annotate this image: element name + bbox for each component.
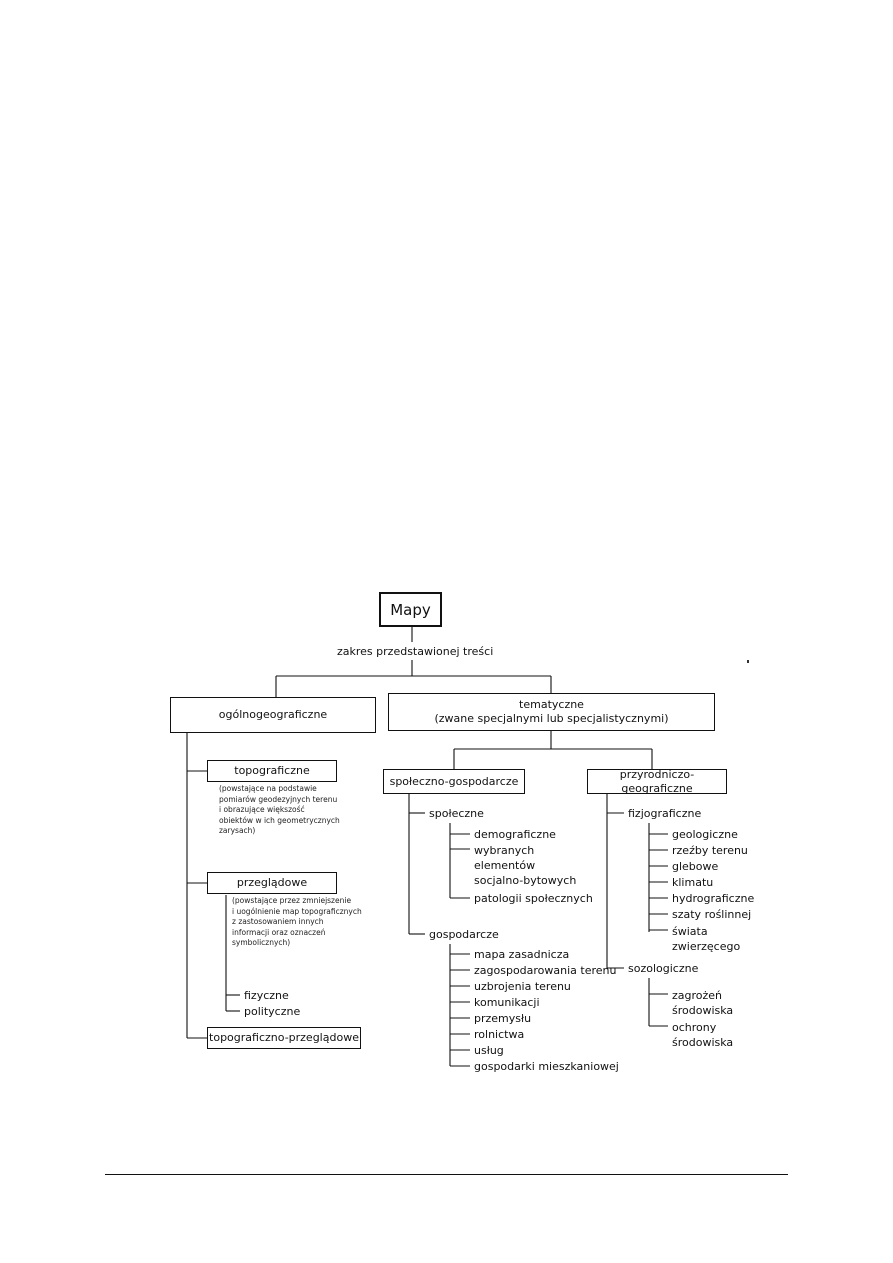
sozological-label: sozologiczne bbox=[628, 962, 699, 975]
economic-item: uzbrojenia terenu bbox=[474, 980, 571, 993]
physical-maps-label: fizyczne bbox=[244, 989, 289, 1002]
sozo-item: ochrony środowiska bbox=[672, 1021, 734, 1049]
physio-item: świata zwierzęcego bbox=[672, 925, 741, 953]
physio-item: hydrograficzne bbox=[672, 892, 755, 905]
topo-overview-box: topograficzno-przeglądowe bbox=[207, 1027, 361, 1049]
footer-rule bbox=[105, 1174, 788, 1175]
physio-item: geologiczne bbox=[672, 828, 738, 841]
social-item: patologii społecznych bbox=[474, 892, 593, 905]
overview-note: (powstające przez zmniejszenie i uogólni… bbox=[232, 896, 362, 947]
topographic-box: topograficzne bbox=[207, 760, 337, 782]
economic-item: gospodarki mieszkaniowej bbox=[474, 1060, 619, 1073]
social-item: demograficzne bbox=[474, 828, 556, 841]
scan-speck bbox=[747, 660, 749, 663]
social-item: wybranych elementów socjalno-bytowych bbox=[474, 844, 577, 887]
economic-item: zagospodarowania terenu bbox=[474, 964, 617, 977]
social-label: społeczne bbox=[429, 807, 484, 820]
physio-item: glebowe bbox=[672, 860, 719, 873]
economic-item: rolnictwa bbox=[474, 1028, 525, 1041]
sozo-item: zagrożeń środowiska bbox=[672, 989, 734, 1017]
general-maps-box: ogólnogeograficzne bbox=[170, 697, 376, 733]
economic-item: usług bbox=[474, 1044, 504, 1057]
thematic-maps-box: tematyczne (zwane specjalnymi lub specja… bbox=[388, 693, 715, 731]
physio-item: rzeźby terenu bbox=[672, 844, 748, 857]
physiographic-label: fizjograficzne bbox=[628, 807, 702, 820]
economic-label: gospodarcze bbox=[429, 928, 499, 941]
thematic-subtitle: (zwane specjalnymi lub specjalistycznymi… bbox=[434, 712, 669, 725]
overview-box: przeglądowe bbox=[207, 872, 337, 894]
thematic-title: tematyczne bbox=[519, 698, 584, 711]
natural-geographic-box: przyrodniczo-geograficzne bbox=[587, 768, 727, 795]
economic-item: komunikacji bbox=[474, 996, 540, 1009]
economic-item: mapa zasadnicza bbox=[474, 948, 570, 961]
physio-item: klimatu bbox=[672, 876, 714, 889]
political-maps-label: polityczne bbox=[244, 1005, 301, 1018]
criterion-label: zakres przedstawionej treści bbox=[337, 645, 494, 658]
physio-item: szaty roślinnej bbox=[672, 908, 752, 921]
root-box: Mapy bbox=[379, 592, 442, 627]
socio-economic-box: społeczno-gospodarcze bbox=[383, 769, 525, 794]
economic-item: przemysłu bbox=[474, 1012, 532, 1025]
topographic-note: (powstające na podstawie pomiarów geodez… bbox=[219, 784, 340, 835]
